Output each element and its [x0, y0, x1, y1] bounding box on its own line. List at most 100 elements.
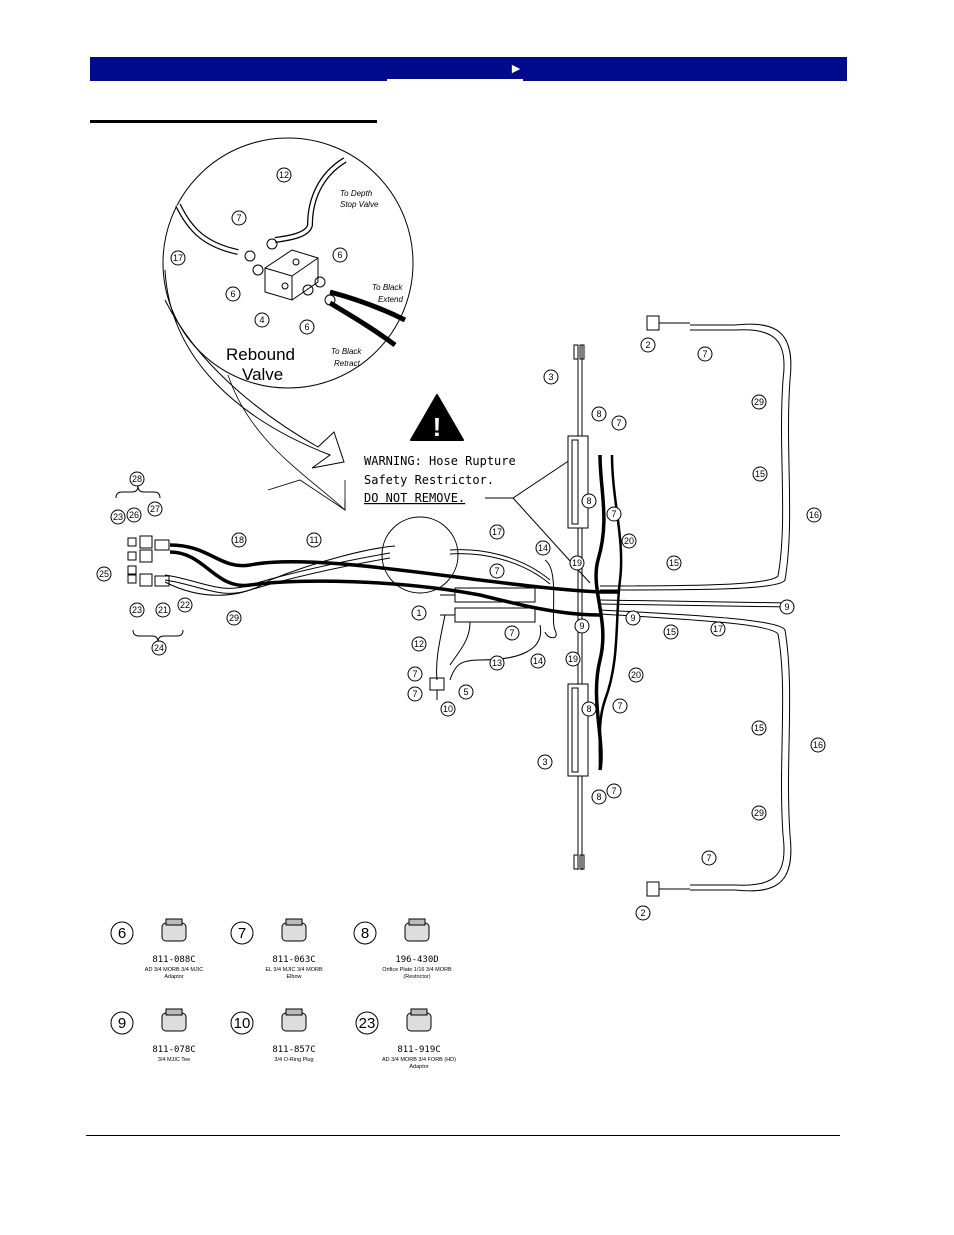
callout-24: 24	[151, 640, 167, 656]
callout-22: 22	[177, 597, 193, 613]
callout-number: 11	[309, 535, 318, 545]
callout-29: 29	[751, 805, 767, 821]
callout-11: 11	[306, 532, 322, 548]
callout-20: 20	[628, 667, 644, 683]
part-desc: EL 3/4 MJIC 3/4 MORB	[265, 967, 323, 973]
callout-8: 8	[581, 493, 597, 509]
fitting-icon	[281, 918, 307, 942]
callout-number: 21	[158, 605, 168, 615]
callout-number: 17	[492, 527, 502, 537]
part-desc: 3/4 O-Ring Plug	[274, 1057, 313, 1063]
callout-14: 14	[530, 653, 546, 669]
callout-9: 9	[625, 610, 641, 626]
callout-number: 27	[150, 504, 160, 514]
callout-number: 8	[596, 792, 601, 802]
callout-number: 5	[463, 687, 468, 697]
callout-9: 9	[779, 599, 795, 615]
callout-number: 2	[645, 340, 650, 350]
callout-number: 29	[229, 613, 239, 623]
callout-number: 3	[542, 757, 547, 767]
callout-10: 10	[440, 701, 456, 717]
part-key: 7	[238, 925, 246, 942]
callout-7: 7	[407, 666, 423, 682]
callout-2: 2	[635, 905, 651, 921]
next-page-link[interactable]: ►	[387, 57, 523, 81]
callout-6: 6	[299, 319, 315, 335]
callout-number: 7	[702, 349, 707, 359]
svg-text:To Black: To Black	[372, 283, 403, 292]
callout-7: 7	[231, 210, 247, 226]
part-desc-2: Adaptor	[409, 1064, 428, 1070]
rebound-title-1: Rebound	[226, 345, 295, 364]
svg-text:To Black: To Black	[331, 347, 362, 356]
part-number: 811-063C	[272, 955, 315, 965]
callout-number: 8	[586, 704, 591, 714]
callout-15: 15	[663, 624, 679, 640]
part-key: 8	[361, 925, 369, 942]
callout-19: 19	[569, 555, 585, 571]
svg-text:To Depth: To Depth	[340, 189, 373, 198]
svg-text:Extend: Extend	[378, 295, 403, 304]
callout-number: 9	[630, 613, 635, 623]
callout-number: 7	[509, 628, 514, 638]
part-number: 811-088C	[152, 955, 195, 965]
callout-7: 7	[407, 686, 423, 702]
exclamation-icon: !	[433, 412, 442, 442]
warning-line3: DO NOT REMOVE.	[364, 491, 465, 505]
parts-legend: 6 811-088C AD 3/4 MORB 3/4 MJIC Adaptor 7 811…	[110, 918, 456, 1070]
callout-8: 8	[581, 701, 597, 717]
part-key: 6	[118, 925, 126, 942]
svg-text:Retract: Retract	[334, 359, 361, 368]
callout-5: 5	[458, 684, 474, 700]
callout-number: 10	[443, 704, 453, 714]
callout-25: 25	[96, 566, 112, 582]
callout-number: 7	[494, 566, 499, 576]
warning-line1: WARNING: Hose Rupture	[364, 454, 516, 468]
callout-number: 6	[337, 250, 342, 260]
part-desc: Orifice Plate 1/16 3/4 MORB	[382, 967, 452, 973]
fitting-icon	[161, 918, 187, 942]
callout-21: 21	[155, 602, 171, 618]
part-desc: AD 3/4 MORB 3/4 MJIC	[145, 967, 203, 973]
callout-15: 15	[666, 555, 682, 571]
rebound-valve-detail-circle	[162, 137, 414, 389]
callout-7: 7	[697, 346, 713, 362]
part-desc: 3/4 MJIC Tee	[158, 1057, 190, 1063]
callout-number: 23	[132, 605, 142, 615]
part-key: 9	[118, 1015, 126, 1032]
callout-7: 7	[504, 625, 520, 641]
callout-28: 28	[129, 471, 145, 487]
rebound-title-2: Valve	[242, 365, 283, 384]
part-number: 811-078C	[152, 1045, 195, 1055]
callout-13: 13	[489, 655, 505, 671]
part-key: 23	[359, 1015, 376, 1032]
callout-27: 27	[147, 501, 163, 517]
callout-number: 23	[113, 512, 123, 522]
callout-8: 8	[591, 789, 607, 805]
callout-26: 26	[126, 507, 142, 523]
part-desc-2: (Restrictor)	[403, 974, 430, 980]
callout-9: 9	[574, 618, 590, 634]
callout-6: 6	[332, 247, 348, 263]
callout-7: 7	[606, 783, 622, 799]
callout-number: 7	[236, 213, 241, 223]
callout-number: 2	[640, 908, 645, 918]
part-number: 196-430D	[395, 955, 438, 965]
callout-number: 19	[568, 654, 578, 664]
callout-number: 8	[586, 496, 591, 506]
callout-7: 7	[612, 698, 628, 714]
callout-23: 23	[129, 602, 145, 618]
callout-16: 16	[806, 507, 822, 523]
callout-number: 20	[631, 670, 641, 680]
callout-number: 28	[132, 474, 142, 484]
callout-number: 12	[414, 639, 424, 649]
callout-number: 15	[754, 723, 764, 733]
part-9: 9 811-078C 3/4 MJIC Tee	[110, 1008, 196, 1063]
callout-number: 7	[706, 853, 711, 863]
callout-number: 25	[99, 569, 109, 579]
warning-line2: Safety Restrictor.	[364, 473, 494, 487]
callout-number: 3	[548, 372, 553, 382]
